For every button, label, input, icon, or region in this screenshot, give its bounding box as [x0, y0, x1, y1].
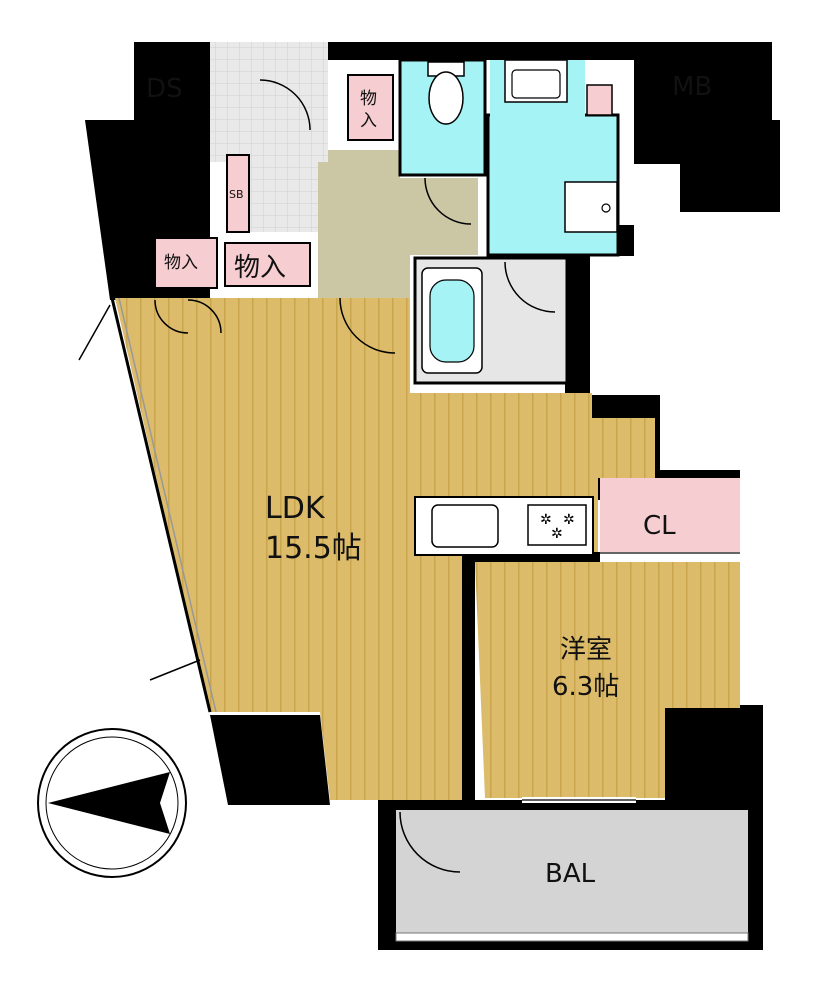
closet-area: [600, 478, 740, 553]
compass: [37, 728, 187, 878]
western-room-size: 6.3帖: [552, 672, 619, 702]
corridor-floor: [318, 150, 478, 298]
window-wall-left: [110, 297, 212, 713]
storage-top: [347, 74, 394, 141]
mb-label: MB: [672, 72, 712, 102]
storage-1-label: 物入: [164, 253, 198, 273]
stove-burner-icon: ✲: [563, 512, 575, 528]
washing-machine-pan: [564, 181, 618, 233]
ds-label: DS: [146, 74, 183, 104]
window-wall-left-inner: [118, 297, 217, 713]
ldk-size: 15.5帖: [265, 531, 362, 566]
kitchen-stove: [527, 504, 587, 546]
storage-4-label-line1: 物: [360, 89, 377, 109]
balcony-rail: [395, 932, 749, 942]
storage-2-label: 物入: [234, 253, 286, 283]
closet-label: CL: [643, 511, 676, 541]
interior-wall: [462, 552, 475, 800]
entrance-tiles: [250, 162, 318, 232]
storage-4-label-line2: 入: [360, 111, 377, 131]
kitchen-sink: [431, 504, 499, 548]
toilet-bowl: [428, 71, 464, 125]
entrance-tiles: [210, 42, 328, 162]
ldk-label: LDK: [265, 491, 326, 526]
western-room-label: 洋室: [560, 635, 612, 665]
storage-sb: [226, 154, 250, 233]
arrow-left-icon: [48, 772, 170, 834]
storage-left: [154, 237, 218, 289]
western-room-floor: [475, 562, 740, 798]
stove-burner-icon: ✲: [540, 512, 552, 528]
interior-wall: [462, 552, 600, 562]
bathtub-inner: [429, 279, 475, 363]
stove-burner-icon: ✲: [551, 526, 563, 542]
balcony-label: BAL: [545, 859, 596, 889]
sb-label: SB: [229, 188, 244, 201]
washbasin-bowl: [511, 69, 561, 99]
storage-middle: [224, 242, 311, 287]
ldk-floor: [115, 298, 655, 800]
washroom-storage: [586, 84, 613, 116]
door-swings: [78, 79, 556, 873]
